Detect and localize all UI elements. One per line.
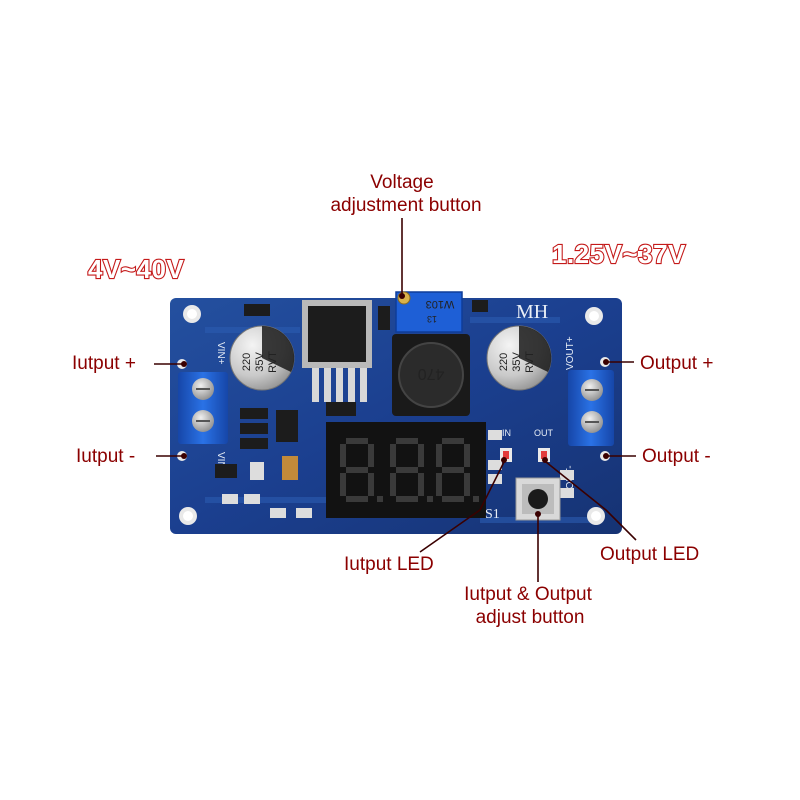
vout-plus-silk: VOUT+ bbox=[565, 336, 576, 370]
display-segment bbox=[346, 467, 368, 473]
display-segment bbox=[442, 496, 464, 502]
cap-value-label: 220 bbox=[498, 353, 510, 371]
display-segment bbox=[396, 467, 418, 473]
display-segment bbox=[436, 473, 442, 496]
vin-plus-silk: VIN+ bbox=[215, 342, 226, 365]
input-capacitor: 220 35V RVT bbox=[229, 325, 295, 391]
display-segment bbox=[418, 444, 424, 467]
display-segment bbox=[390, 444, 396, 467]
input-voltage-range: 4V~40V bbox=[88, 254, 184, 284]
input-led-label: Iutput LED bbox=[344, 554, 434, 575]
display-segment bbox=[340, 473, 346, 496]
display-segment bbox=[390, 473, 396, 496]
regulator-ic bbox=[302, 300, 372, 402]
io-adjust-label-line2: adjust button bbox=[476, 607, 585, 628]
display-decimal-point bbox=[377, 496, 383, 502]
display-segment bbox=[340, 444, 346, 467]
cap-value-label: 220 bbox=[241, 353, 253, 371]
pot-code-label: W103 bbox=[426, 298, 455, 310]
display-decimal-point bbox=[473, 496, 479, 502]
io-adjust-label-line1: Iutput & Output bbox=[464, 584, 593, 605]
mounting-hole bbox=[585, 307, 603, 325]
cap-series-label: RVT bbox=[267, 351, 279, 373]
pot-sub-label: 13 bbox=[427, 314, 437, 324]
led-in-silk: IN bbox=[502, 428, 511, 438]
display-segment bbox=[396, 438, 418, 444]
display-segment bbox=[442, 467, 464, 473]
display-segment bbox=[368, 473, 374, 496]
voltage-adjust-potentiometer[interactable]: W103 13 bbox=[395, 291, 463, 333]
switch-silk: S1 bbox=[485, 507, 500, 522]
display-segment bbox=[442, 438, 464, 444]
inductor-label: 470 bbox=[418, 365, 445, 382]
input-led-leader bbox=[419, 461, 505, 553]
voltage-adjust-label-line2: adjustment button bbox=[330, 195, 481, 216]
display-segment bbox=[396, 496, 418, 502]
output-plus-label: Output + bbox=[640, 353, 713, 374]
display-segment bbox=[436, 444, 442, 467]
brand-mark: MH bbox=[516, 301, 548, 323]
output-capacitor: 220 35V RVT bbox=[486, 325, 552, 391]
output-terminal-block bbox=[568, 370, 614, 446]
display-digits bbox=[340, 438, 479, 502]
led-out-silk: OUT bbox=[534, 428, 554, 438]
output-led-leader bbox=[545, 461, 637, 541]
input-plus-label: Iutput + bbox=[72, 353, 136, 374]
output-led-label: Output LED bbox=[600, 544, 699, 565]
voltage-adjust-label-line1: Voltage bbox=[370, 172, 433, 193]
inductor: 470 bbox=[392, 334, 470, 416]
display-segment bbox=[464, 444, 470, 467]
output-voltage-range: 1.25V~37V bbox=[552, 239, 686, 269]
output-minus-label: Output - bbox=[642, 446, 711, 467]
display-segment bbox=[346, 496, 368, 502]
mounting-hole bbox=[179, 507, 197, 525]
cap-voltage-label: 35V bbox=[254, 352, 266, 372]
mounting-hole bbox=[587, 507, 605, 525]
display-decimal-point bbox=[427, 496, 433, 502]
mounting-hole bbox=[183, 305, 201, 323]
display-segment bbox=[464, 473, 470, 496]
display-segment bbox=[368, 444, 374, 467]
voltage-display bbox=[326, 422, 486, 518]
display-segment bbox=[418, 473, 424, 496]
display-segment bbox=[346, 438, 368, 444]
input-terminal-block bbox=[178, 372, 228, 444]
cap-series-label: RVT bbox=[524, 351, 536, 373]
cap-voltage-label: 35V bbox=[511, 352, 523, 372]
vin-minus-silk: VIN- bbox=[215, 452, 226, 472]
input-minus-label: Iutput - bbox=[76, 446, 135, 467]
